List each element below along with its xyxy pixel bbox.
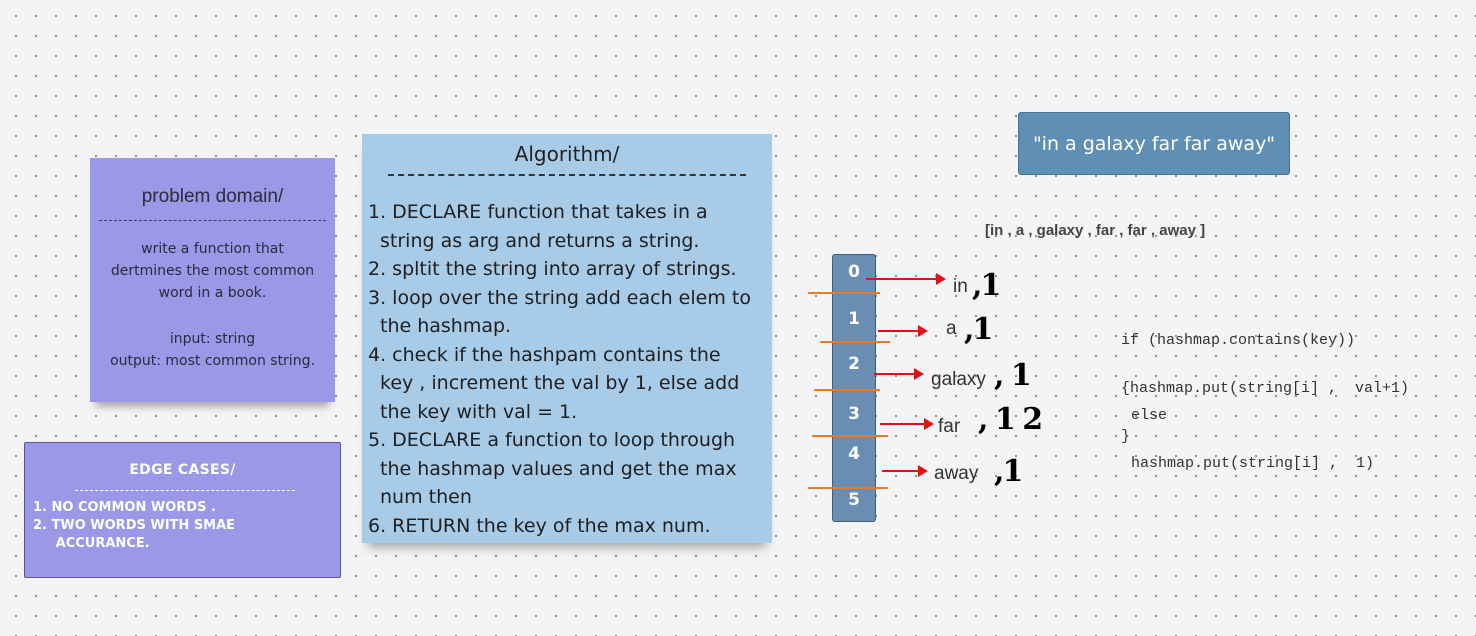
- divider: [75, 490, 295, 491]
- hashmap-index: 0: [848, 262, 860, 282]
- code-else-block: else hashmap.put(string[i] , 1): [1131, 407, 1375, 472]
- problem-domain-note[interactable]: problem domain/ write a function that de…: [90, 158, 335, 402]
- arrow-icon: [866, 273, 946, 285]
- bucket-separator: [808, 487, 888, 489]
- step-line: 4. check if the hashpam contains the: [368, 343, 721, 366]
- arrow-icon: [874, 368, 924, 380]
- arrow-icon: [878, 325, 928, 337]
- hashmap-count: ,1: [972, 268, 1001, 303]
- bucket-separator: [812, 435, 888, 437]
- list-item: ACCURANCE.: [33, 536, 150, 551]
- problem-io: input: string output: most common string…: [100, 328, 325, 372]
- hashmap-index: 2: [848, 354, 860, 374]
- step-line: 2. spltit the string into array of strin…: [368, 258, 737, 280]
- step-line: key , increment the val by 1, else add: [380, 372, 740, 394]
- hashmap-count: ,1: [964, 312, 993, 347]
- step-line: 1. DECLARE function that takes in a: [368, 201, 708, 223]
- hashmap-key: far: [938, 416, 961, 437]
- step-line: the key with val = 1.: [380, 400, 578, 423]
- hashmap-column[interactable]: [832, 254, 876, 522]
- edge-cases-title: EDGE CASES/: [129, 462, 236, 478]
- sentence-banner[interactable]: "in a galaxy far far away": [1018, 112, 1290, 175]
- edge-cases-note[interactable]: EDGE CASES/ 1. NO COMMON WORDS . 2. TWO …: [24, 442, 341, 578]
- hashmap-count: , 1: [994, 358, 1032, 393]
- bucket-separator: [808, 292, 880, 294]
- hashmap-key: a: [946, 318, 957, 339]
- bucket-separator: [820, 341, 890, 343]
- algorithm-title: Algorithm/: [514, 142, 620, 166]
- hashmap-key: away: [934, 463, 979, 484]
- hashmap-key: galaxy: [931, 369, 986, 390]
- hashmap-index: 5: [848, 490, 860, 510]
- problem-input: input: string: [169, 331, 256, 347]
- list-item: 1. NO COMMON WORDS .: [33, 500, 216, 515]
- hashmap-count: ,1: [994, 454, 1023, 489]
- hashmap-key: in: [953, 276, 968, 297]
- divider: [99, 220, 326, 221]
- bucket-separator: [814, 389, 880, 391]
- step-line: 3. loop over the string add each elem to: [368, 286, 751, 309]
- code-if-block: if (hashmap.contains(key)) {hashmap.put(…: [1121, 332, 1410, 445]
- arrow-icon: [880, 418, 934, 430]
- step-line: num then: [380, 486, 472, 508]
- hashmap-count: , 1 2: [978, 402, 1043, 437]
- hashmap-index: 1: [848, 309, 860, 329]
- problem-domain-title: problem domain/: [141, 186, 284, 207]
- hashmap-index: 3: [848, 404, 860, 424]
- algorithm-note[interactable]: Algorithm/ 1. DECLARE function that take…: [362, 134, 772, 543]
- step-line: 6. RETURN the key of the max num.: [368, 514, 711, 537]
- divider: [388, 174, 746, 176]
- problem-output: output: most common string.: [110, 353, 315, 369]
- arrow-icon: [882, 465, 928, 477]
- step-line: string as arg and returns a string.: [380, 229, 700, 252]
- step-line: 5. DECLARE a function to loop through: [368, 429, 736, 451]
- step-line: the hashmap.: [380, 315, 512, 337]
- step-line: the hashmap values and get the max: [380, 457, 737, 480]
- problem-description: write a function that dertmines the most…: [110, 241, 315, 301]
- list-item: 2. TWO WORDS WITH SMAE: [33, 518, 236, 533]
- algorithm-steps: 1. DECLARE function that takes in a stri…: [368, 198, 766, 540]
- hashmap-index: 4: [848, 444, 860, 464]
- word-array-text: [in , a , galaxy , far , far , away ]: [985, 222, 1206, 239]
- edge-cases-list: 1. NO COMMON WORDS . 2. TWO WORDS WITH S…: [33, 499, 235, 553]
